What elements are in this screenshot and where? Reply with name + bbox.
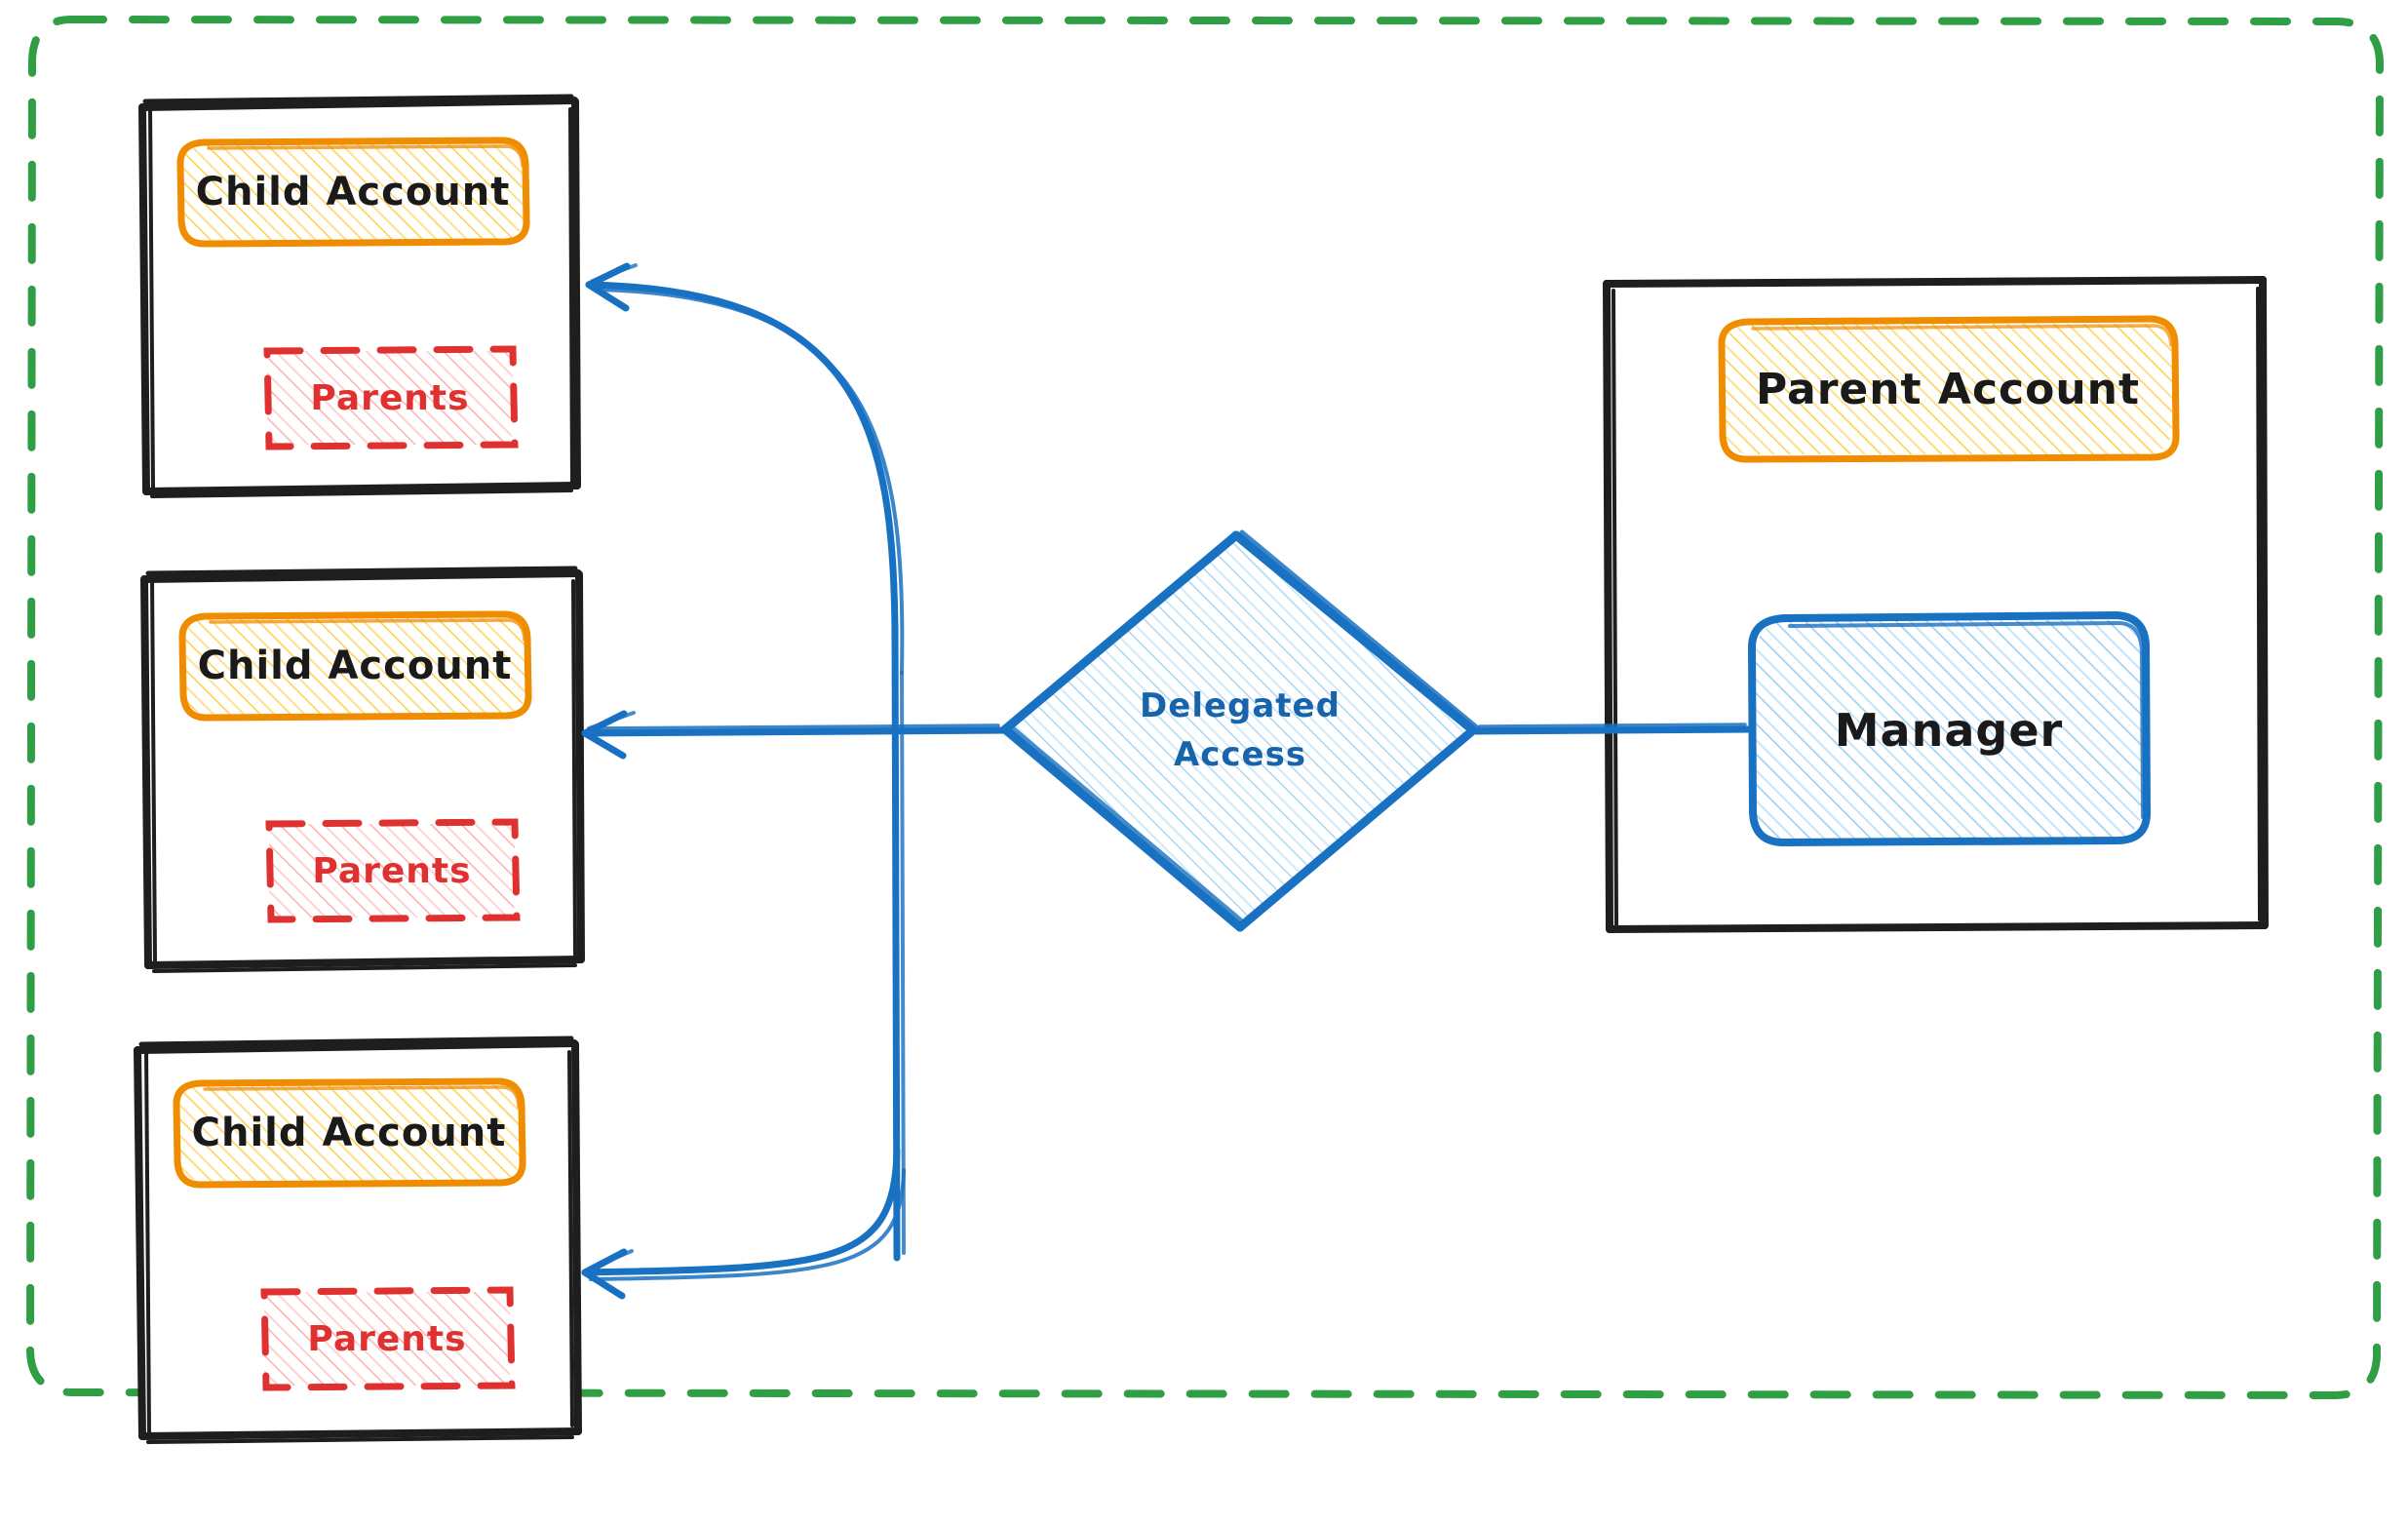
- manager-box: [1748, 610, 2151, 847]
- delegated-access-diamond: [1000, 529, 1481, 932]
- child-account-box-2: [178, 610, 532, 722]
- child-account-box-1: [176, 137, 530, 248]
- organization-boundary: [25, 15, 2385, 1400]
- parent-account-box: [1718, 315, 2180, 463]
- parents-box-1: [263, 345, 519, 450]
- connector-diamond-to-child-3: [581, 1147, 906, 1300]
- child-account-box-3: [173, 1077, 526, 1189]
- connector-diamond-to-child-1: [585, 262, 905, 675]
- connector-diamond-to-child-2: [581, 710, 1008, 760]
- parents-box-3: [260, 1286, 516, 1391]
- connector-manager-to-diamond: [1472, 723, 1754, 735]
- parents-box-2: [265, 818, 521, 923]
